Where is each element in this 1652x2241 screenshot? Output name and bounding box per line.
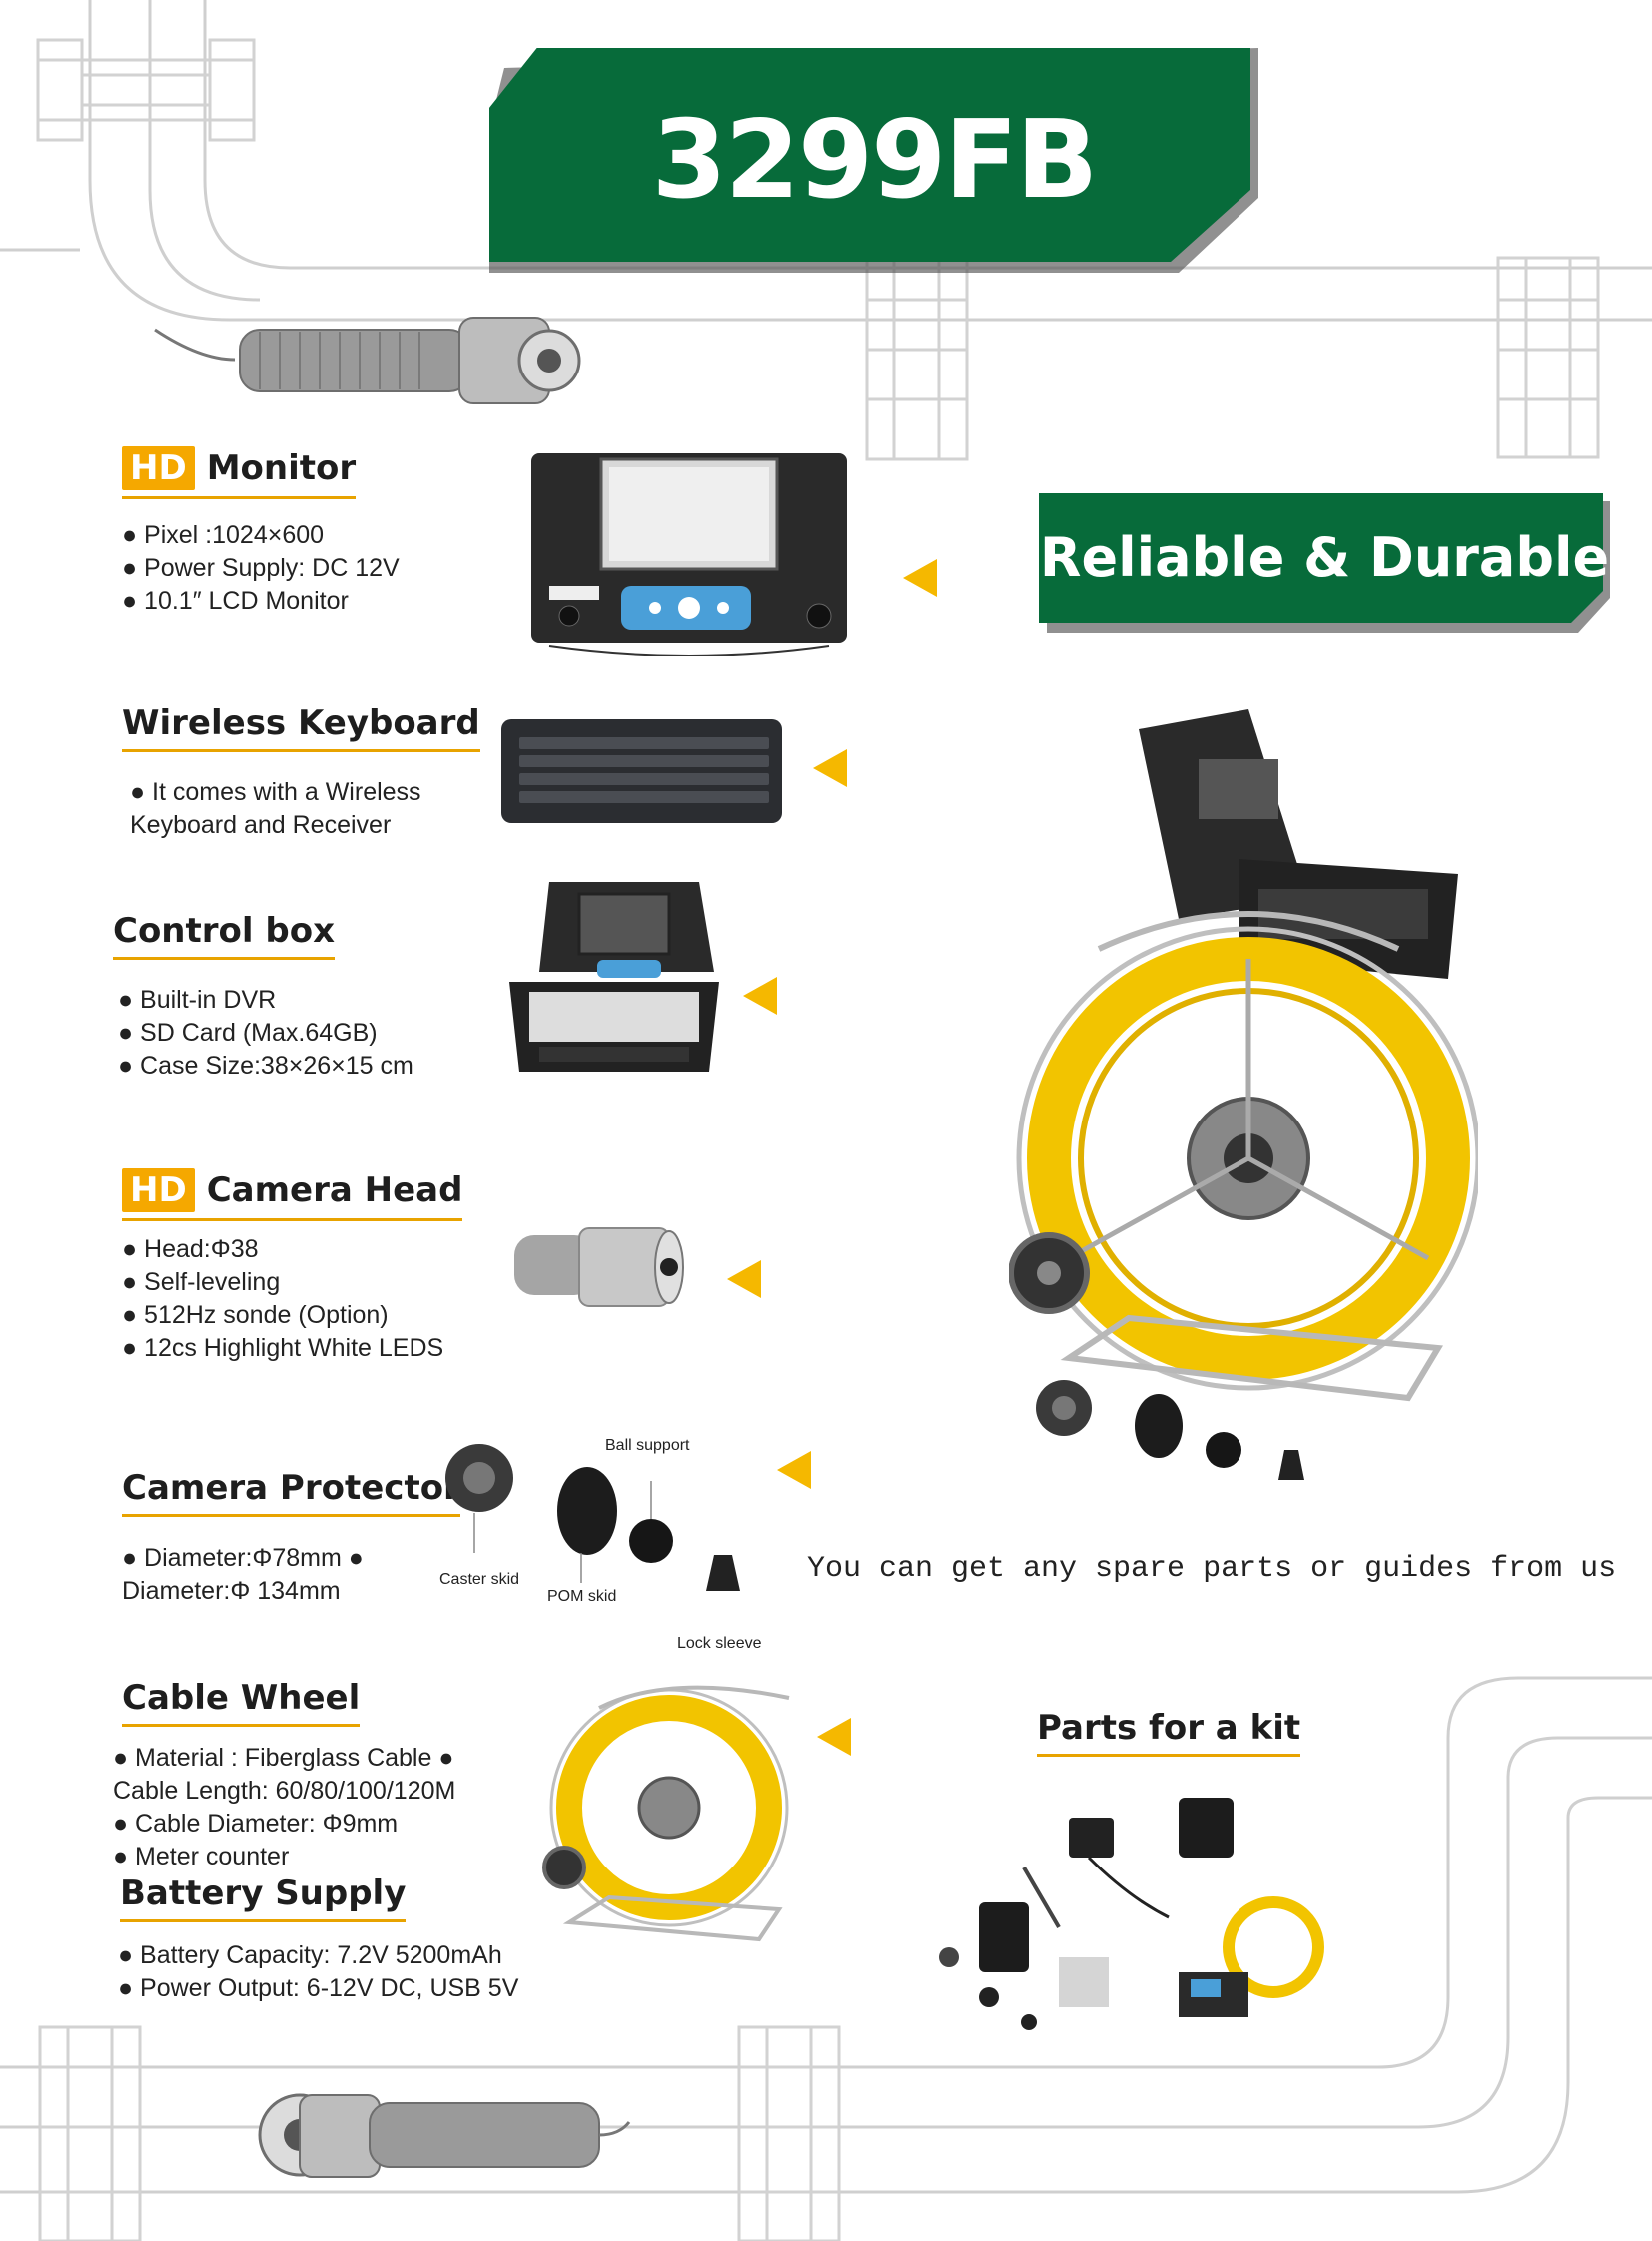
title-banner xyxy=(489,48,1258,273)
tagline-banner xyxy=(1039,493,1610,633)
arrow-left-icon xyxy=(813,749,847,787)
pipe-camera-bottom xyxy=(258,2093,631,2178)
cable-wheel-spec-item: ● Material : Fiberglass Cable ● xyxy=(113,1744,454,1772)
camera-head-spec-item: ● Head:Φ38 xyxy=(122,1235,259,1263)
arrow-left-icon xyxy=(727,1260,761,1298)
monitor-specs: ● Pixel :1024×600 ● Power Supply: DC 12V… xyxy=(122,519,400,618)
monitor-spec-item: ● 10.1″ LCD Monitor xyxy=(122,587,349,615)
cable-wheel-icon xyxy=(542,1685,790,1942)
keyboard-spec-item: Keyboard and Receiver xyxy=(130,811,392,839)
cable-wheel-spec-item: ● Cable Diameter: Φ9mm xyxy=(113,1810,399,1838)
camera-head-spec-item: ● Self-leveling xyxy=(122,1268,281,1296)
monitor-heading-text: Monitor xyxy=(206,448,357,488)
monitor-icon xyxy=(531,453,847,656)
camera-head-spec-item: ● 512Hz sonde (Option) xyxy=(122,1301,389,1329)
cable-wheel-heading: Cable Wheel xyxy=(122,1678,361,1727)
keyboard-spec-item: ● It comes with a Wireless xyxy=(130,778,421,806)
kit-heading: Parts for a kit xyxy=(1037,1708,1301,1757)
control-box-specs: ● Built-in DVR ● SD Card (Max.64GB) ● Ca… xyxy=(118,984,413,1083)
battery-spec-item: ● Power Output: 6-12V DC, USB 5V xyxy=(118,1974,519,2002)
hd-badge: HD xyxy=(122,446,195,490)
monitor-spec-item: ● Power Supply: DC 12V xyxy=(122,554,400,582)
battery-specs: ● Battery Capacity: 7.2V 5200mAh ● Power… xyxy=(118,1939,518,2005)
cable-wheel-spec-item: ● Meter counter xyxy=(113,1843,290,1870)
camera-head-heading: HD Camera Head xyxy=(122,1168,463,1221)
control-box-icon xyxy=(509,882,719,1072)
keyboard-icon xyxy=(501,719,782,823)
camera-head-heading-text: Camera Head xyxy=(206,1170,463,1210)
control-box-spec-item: ● SD Card (Max.64GB) xyxy=(118,1019,378,1047)
arrow-left-icon xyxy=(903,559,937,597)
battery-heading: Battery Supply xyxy=(120,1873,407,1922)
battery-spec-item: ● Battery Capacity: 7.2V 5200mAh xyxy=(118,1941,502,1969)
control-box-spec-item: ● Built-in DVR xyxy=(118,986,277,1014)
arrow-left-icon xyxy=(817,1718,851,1756)
camera-head-specs: ● Head:Φ38 ● Self-leveling ● 512Hz sonde… xyxy=(122,1233,443,1365)
lock-sleeve-label: Lock sleeve xyxy=(677,1635,762,1652)
pom-skid-label: POM skid xyxy=(547,1588,617,1605)
caster-skid-label: Caster skid xyxy=(439,1571,520,1588)
camera-head-spec-item: ● 12cs Highlight White LEDS xyxy=(122,1334,444,1362)
camera-protector-specs: ● Diameter:Φ78mm ● Diameter:Φ 134mm xyxy=(122,1542,364,1608)
camera-protector-spec-item: ● Diameter:Φ78mm ● xyxy=(122,1544,364,1572)
ball-support-label: Ball support xyxy=(605,1437,690,1454)
keyboard-heading: Wireless Keyboard xyxy=(122,703,480,752)
camera-protector-spec-item: Diameter:Φ 134mm xyxy=(122,1577,341,1605)
arrow-left-icon xyxy=(743,977,777,1015)
product-model-title: 3299FB xyxy=(651,98,1099,223)
tagline-text: Reliable & Durable xyxy=(1039,525,1610,589)
cable-reel-product-icon xyxy=(1009,709,1478,1402)
control-box-heading: Control box xyxy=(113,911,336,960)
cable-wheel-spec-item: Cable Length: 60/80/100/120M xyxy=(113,1777,456,1805)
camera-head-icon xyxy=(514,1227,684,1307)
camera-protectors-icon xyxy=(445,1444,740,1591)
cable-wheel-specs: ● Material : Fiberglass Cable ● Cable Le… xyxy=(113,1742,455,1873)
kit-parts-icon xyxy=(939,1798,1324,2030)
hd-badge: HD xyxy=(122,1168,195,1212)
arrow-left-icon xyxy=(777,1451,811,1489)
accessories-icon xyxy=(1036,1380,1304,1480)
camera-protector-heading: Camera Protector xyxy=(122,1468,460,1517)
keyboard-specs: ● It comes with a Wireless Keyboard and … xyxy=(130,776,421,842)
monitor-spec-item: ● Pixel :1024×600 xyxy=(122,521,325,549)
pipe-camera-top xyxy=(154,317,581,404)
monitor-heading: HD Monitor xyxy=(122,446,357,499)
spare-parts-note: You can get any spare parts or guides fr… xyxy=(807,1552,1617,1586)
control-box-spec-item: ● Case Size:38×26×15 cm xyxy=(118,1052,413,1080)
